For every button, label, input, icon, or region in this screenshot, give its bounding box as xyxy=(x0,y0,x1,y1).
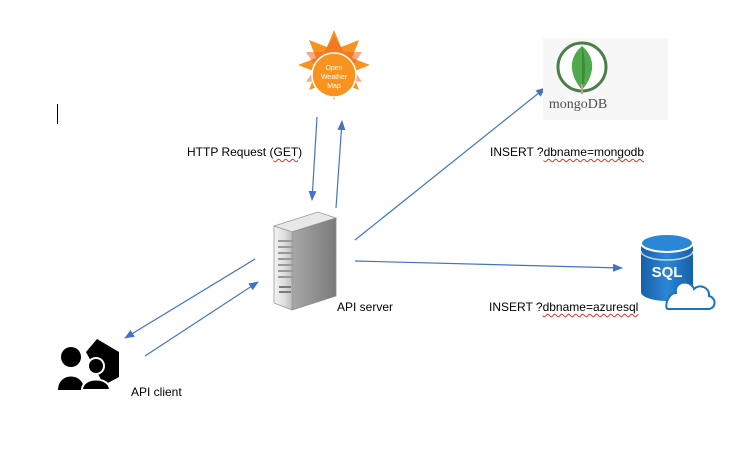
arrow-server-to-mongodb xyxy=(354,87,546,241)
mongodb-wordmark: mongoDB xyxy=(549,97,607,112)
insert-sql-query: dbname=azuresql xyxy=(542,300,639,314)
insert-mongodb-query: dbname=mongodb xyxy=(543,145,644,159)
sun-icon xyxy=(298,30,370,100)
insert-mongodb-label: INSERT ?dbname=mongodb xyxy=(490,145,644,159)
http-request-label: HTTP Request (GET) xyxy=(187,145,302,159)
text-cursor xyxy=(57,104,58,124)
http-request-method: GET xyxy=(273,145,299,159)
arrow-server-to-client xyxy=(124,258,256,339)
arrow-server-to-sql xyxy=(354,260,623,272)
sql-database-cloud-icon: SQL xyxy=(640,233,716,310)
users-icon xyxy=(58,339,119,391)
arrow-weather-to-server-response xyxy=(335,120,346,209)
api-client-label: API client xyxy=(131,385,182,399)
arrow-server-to-weather-request xyxy=(308,116,318,201)
insert-sql-label: INSERT ?dbname=azuresql xyxy=(489,300,638,314)
openweather-line-1: Open xyxy=(325,65,342,72)
http-request-suffix: ) xyxy=(298,145,303,159)
api-server-label: API server xyxy=(337,300,394,314)
arrow-client-to-server xyxy=(144,281,259,357)
openweather-line-2: Weather xyxy=(321,74,348,81)
openweathermap-logo: Open Weather Map xyxy=(298,30,370,100)
mongodb-logo: mongoDB xyxy=(543,38,668,120)
sql-label: SQL xyxy=(652,264,683,281)
http-request-prefix: HTTP Request ( xyxy=(187,145,274,159)
server-tower-icon xyxy=(272,211,338,311)
mongodb-leaf-icon xyxy=(556,41,608,94)
insert-sql-prefix: INSERT ? xyxy=(489,300,543,314)
insert-mongodb-prefix: INSERT ? xyxy=(490,145,544,159)
cloud-icon xyxy=(665,281,716,310)
openweather-line-3: Map xyxy=(327,83,341,90)
